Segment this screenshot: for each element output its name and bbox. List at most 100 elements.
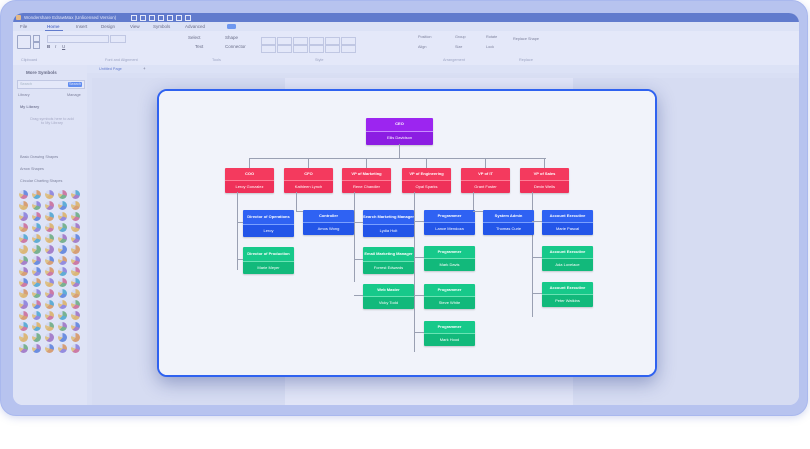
- style-gallery[interactable]: [261, 37, 371, 53]
- circular-symbol-icon[interactable]: [19, 245, 28, 254]
- select-tool-button[interactable]: Select: [188, 35, 201, 40]
- circular-symbol-icon[interactable]: [19, 289, 28, 298]
- shape-tool-button[interactable]: Shape: [225, 35, 239, 40]
- category-arrow-shapes[interactable]: Arrow Shapes: [20, 167, 44, 171]
- font-family-select[interactable]: [47, 35, 109, 43]
- circular-symbol-icon[interactable]: [32, 322, 41, 331]
- circular-symbol-icon[interactable]: [71, 278, 80, 287]
- circular-symbol-icon[interactable]: [32, 311, 41, 320]
- circular-symbol-icon[interactable]: [45, 201, 54, 210]
- circular-symbol-icon[interactable]: [32, 300, 41, 309]
- document-tab[interactable]: Untitled Page: [99, 67, 122, 71]
- circular-symbol-icon[interactable]: [45, 322, 54, 331]
- size-button[interactable]: Size: [455, 45, 463, 49]
- category-basic-drawing[interactable]: Basic Drawing Shapes: [20, 155, 59, 159]
- my-library-header[interactable]: My Library: [20, 105, 40, 109]
- circular-symbol-icon[interactable]: [58, 212, 67, 221]
- circular-symbol-icon[interactable]: [58, 344, 67, 353]
- circular-symbol-icon[interactable]: [71, 212, 80, 221]
- circular-symbol-icon[interactable]: [71, 256, 80, 265]
- circular-symbol-icon[interactable]: [32, 333, 41, 342]
- circular-symbol-icon[interactable]: [32, 212, 41, 221]
- tab-home[interactable]: Home: [47, 24, 60, 29]
- circular-symbol-icon[interactable]: [19, 344, 28, 353]
- circular-symbol-icon[interactable]: [45, 311, 54, 320]
- circular-symbol-icon[interactable]: [71, 322, 80, 331]
- circular-symbol-icon[interactable]: [58, 201, 67, 210]
- circular-symbol-icon[interactable]: [71, 245, 80, 254]
- replace-shape-button[interactable]: Replace Shape: [513, 37, 539, 41]
- symbol-search-input[interactable]: Search Search: [17, 80, 85, 89]
- manage-button[interactable]: Manage: [67, 93, 81, 97]
- quick-access-toolbar[interactable]: [131, 15, 221, 21]
- group-button[interactable]: Group: [455, 35, 466, 39]
- tab-view[interactable]: View: [130, 24, 140, 29]
- circular-symbol-icon[interactable]: [45, 344, 54, 353]
- circular-symbol-icon[interactable]: [32, 223, 41, 232]
- circular-symbol-icon[interactable]: [32, 344, 41, 353]
- circular-symbol-icon[interactable]: [58, 190, 67, 199]
- tab-advanced[interactable]: Advanced: [185, 24, 206, 29]
- circular-symbol-icon[interactable]: [32, 267, 41, 276]
- circular-symbol-icon[interactable]: [58, 223, 67, 232]
- circular-symbol-icon[interactable]: [32, 190, 41, 199]
- circular-symbol-icon[interactable]: [45, 289, 54, 298]
- circular-symbol-icon[interactable]: [58, 322, 67, 331]
- circular-symbol-icon[interactable]: [19, 212, 28, 221]
- circular-symbol-icon[interactable]: [58, 300, 67, 309]
- copy-icon[interactable]: [33, 42, 40, 49]
- search-button[interactable]: Search: [68, 81, 82, 87]
- text-format-buttons[interactable]: B I U: [47, 44, 66, 49]
- circular-symbol-icon[interactable]: [19, 190, 28, 199]
- circular-symbol-icon[interactable]: [19, 267, 28, 276]
- circular-symbol-icon[interactable]: [71, 300, 80, 309]
- circular-symbol-icon[interactable]: [32, 256, 41, 265]
- circular-symbol-icon[interactable]: [71, 267, 80, 276]
- circular-symbol-icon[interactable]: [71, 190, 80, 199]
- circular-symbol-icon[interactable]: [19, 311, 28, 320]
- align-button[interactable]: Align: [418, 45, 427, 49]
- circular-symbol-icon[interactable]: [19, 201, 28, 210]
- circular-symbol-icon[interactable]: [71, 289, 80, 298]
- circular-symbol-icon[interactable]: [19, 278, 28, 287]
- circular-symbol-grid[interactable]: [17, 189, 83, 359]
- circular-symbol-icon[interactable]: [71, 234, 80, 243]
- circular-symbol-icon[interactable]: [19, 234, 28, 243]
- rotate-button[interactable]: Rotate: [486, 35, 498, 39]
- text-tool-button[interactable]: Text: [195, 44, 204, 49]
- circular-symbol-icon[interactable]: [45, 300, 54, 309]
- circular-symbol-icon[interactable]: [58, 289, 67, 298]
- circular-symbol-icon[interactable]: [19, 322, 28, 331]
- circular-symbol-icon[interactable]: [71, 223, 80, 232]
- circular-symbol-icon[interactable]: [45, 267, 54, 276]
- circular-symbol-icon[interactable]: [58, 267, 67, 276]
- circular-symbol-icon[interactable]: [71, 344, 80, 353]
- circular-symbol-icon[interactable]: [71, 333, 80, 342]
- add-page-icon[interactable]: +: [143, 66, 146, 71]
- circular-symbol-icon[interactable]: [71, 311, 80, 320]
- circular-symbol-icon[interactable]: [58, 333, 67, 342]
- circular-symbol-icon[interactable]: [19, 333, 28, 342]
- tab-design[interactable]: Design: [101, 24, 116, 29]
- circular-symbol-icon[interactable]: [58, 278, 67, 287]
- circular-symbol-icon[interactable]: [19, 256, 28, 265]
- circular-symbol-icon[interactable]: [32, 278, 41, 287]
- lock-button[interactable]: Lock: [486, 45, 495, 49]
